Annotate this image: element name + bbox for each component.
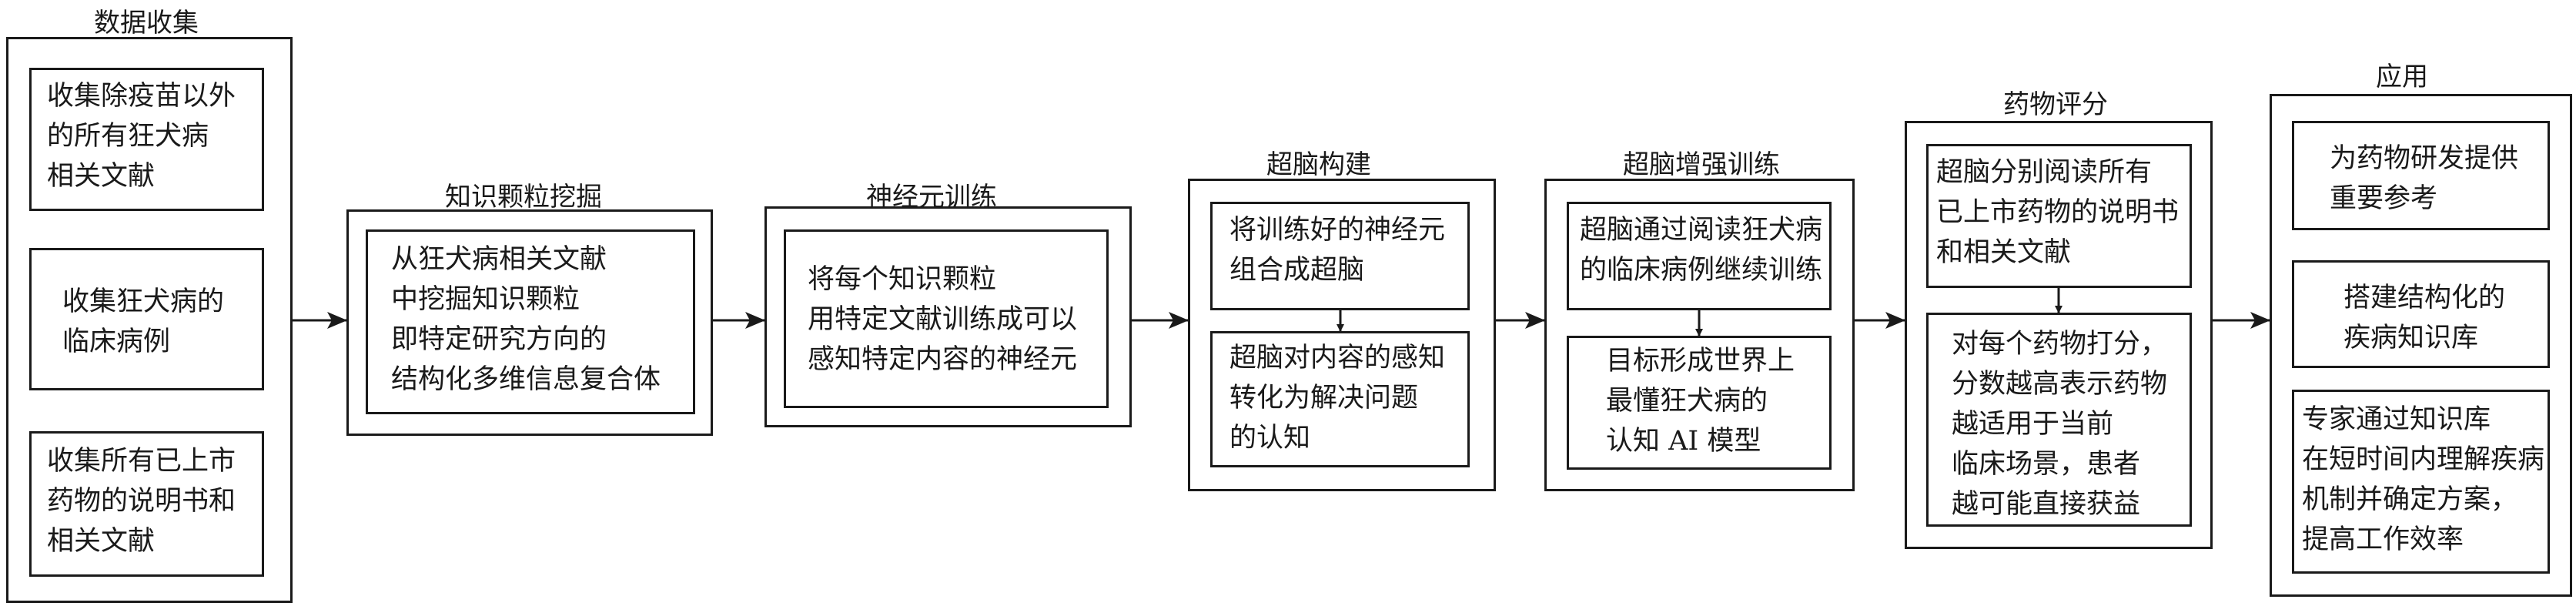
text-line: 疾病知识库 bbox=[2343, 323, 2479, 353]
text-line: 药物的说明书和 bbox=[47, 486, 236, 517]
application-box-drug-dev: 为药物研发提供 重要参考 bbox=[2292, 121, 2550, 230]
neuron-box: 将每个知识颗粒 用特定文献训练成可以 感知特定内容的神经元 bbox=[784, 229, 1109, 408]
application-box-knowledge-base: 搭建结构化的 疾病知识库 bbox=[2292, 260, 2550, 368]
stage-title-mining: 知识颗粒挖掘 bbox=[445, 182, 602, 213]
stage-title-application: 应用 bbox=[2376, 62, 2428, 92]
text-line: 用特定文献训练成可以 bbox=[808, 304, 1078, 335]
text-line: 感知特定内容的神经元 bbox=[808, 344, 1078, 375]
text-line: 认知 AI 模型 bbox=[1606, 426, 1761, 457]
stage-title-enhance: 超脑增强训练 bbox=[1623, 149, 1780, 180]
text-line: 收集狂犬病的 bbox=[62, 286, 225, 317]
text-line: 组合成超脑 bbox=[1229, 255, 1365, 286]
text-line: 专家通过知识库 bbox=[2302, 404, 2491, 435]
text-line: 对每个药物打分， bbox=[1952, 329, 2168, 360]
text-line: 收集除疫苗以外 bbox=[47, 81, 236, 112]
text-line: 临床病例 bbox=[62, 326, 171, 357]
text-line: 为药物研发提供 bbox=[2330, 143, 2519, 174]
mining-box: 从狂犬病相关文献 中挖掘知识颗粒 即特定研究方向的 结构化多维信息复合体 bbox=[366, 229, 695, 414]
text-line: 越可能直接获益 bbox=[1952, 489, 2141, 520]
stage-title-superbrain: 超脑构建 bbox=[1266, 149, 1371, 180]
stage-title-scoring: 药物评分 bbox=[2003, 89, 2108, 120]
text-line: 最懂狂犬病的 bbox=[1606, 386, 1768, 417]
text-line: 越适用于当前 bbox=[1952, 409, 2114, 440]
text-line: 搭建结构化的 bbox=[2343, 283, 2506, 313]
application-box-expert: 专家通过知识库 在短时间内理解疾病 机制并确定方案， 提高工作效率 bbox=[2292, 390, 2550, 574]
text-line: 临床场景，患者 bbox=[1952, 449, 2141, 480]
text-line: 重要参考 bbox=[2330, 183, 2438, 214]
text-line: 的临床病例继续训练 bbox=[1580, 255, 1823, 286]
text-line: 提高工作效率 bbox=[2302, 524, 2464, 555]
superbrain-box-cognition: 超脑对内容的感知 转化为解决问题 的认知 bbox=[1210, 331, 1470, 467]
text-line: 目标形成世界上 bbox=[1606, 346, 1795, 377]
text-line: 超脑通过阅读狂犬病 bbox=[1580, 215, 1823, 246]
text-line: 在短时间内理解疾病 bbox=[2302, 444, 2545, 475]
text-line: 中挖掘知识颗粒 bbox=[391, 284, 580, 315]
text-line: 超脑对内容的感知 bbox=[1229, 343, 1446, 373]
collect-box-cases: 收集狂犬病的 临床病例 bbox=[29, 248, 264, 390]
text-line: 和相关文献 bbox=[1936, 237, 2072, 268]
text-line: 相关文献 bbox=[47, 161, 156, 192]
text-line: 已上市药物的说明书 bbox=[1936, 197, 2180, 228]
text-line: 转化为解决问题 bbox=[1229, 383, 1419, 413]
text-line: 相关文献 bbox=[47, 526, 156, 557]
text-line: 的所有狂犬病 bbox=[47, 121, 209, 152]
text-line: 将训练好的神经元 bbox=[1229, 215, 1446, 246]
text-line: 机制并确定方案， bbox=[2302, 484, 2518, 515]
superbrain-box-combine: 将训练好的神经元 组合成超脑 bbox=[1210, 202, 1470, 310]
enhance-box-reading: 超脑通过阅读狂犬病 的临床病例继续训练 bbox=[1567, 202, 1832, 310]
text-line: 即特定研究方向的 bbox=[391, 324, 607, 355]
text-line: 的认知 bbox=[1229, 423, 1311, 454]
stage-title-collect: 数据收集 bbox=[94, 8, 199, 39]
text-line: 分数越高表示药物 bbox=[1952, 369, 2168, 400]
text-line: 结构化多维信息复合体 bbox=[391, 364, 661, 395]
scoring-box-score: 对每个药物打分， 分数越高表示药物 越适用于当前 临床场景，患者 越可能直接获益 bbox=[1926, 313, 2192, 527]
text-line: 从狂犬病相关文献 bbox=[391, 244, 607, 275]
text-line: 超脑分别阅读所有 bbox=[1936, 157, 2153, 188]
collect-box-literature: 收集除疫苗以外 的所有狂犬病 相关文献 bbox=[29, 68, 264, 211]
enhance-box-goal: 目标形成世界上 最懂狂犬病的 认知 AI 模型 bbox=[1567, 336, 1832, 470]
text-line: 将每个知识颗粒 bbox=[808, 264, 997, 295]
scoring-box-reading: 超脑分别阅读所有 已上市药物的说明书 和相关文献 bbox=[1926, 144, 2192, 288]
collect-box-drug-docs: 收集所有已上市 药物的说明书和 相关文献 bbox=[29, 431, 264, 577]
text-line: 收集所有已上市 bbox=[47, 446, 236, 477]
